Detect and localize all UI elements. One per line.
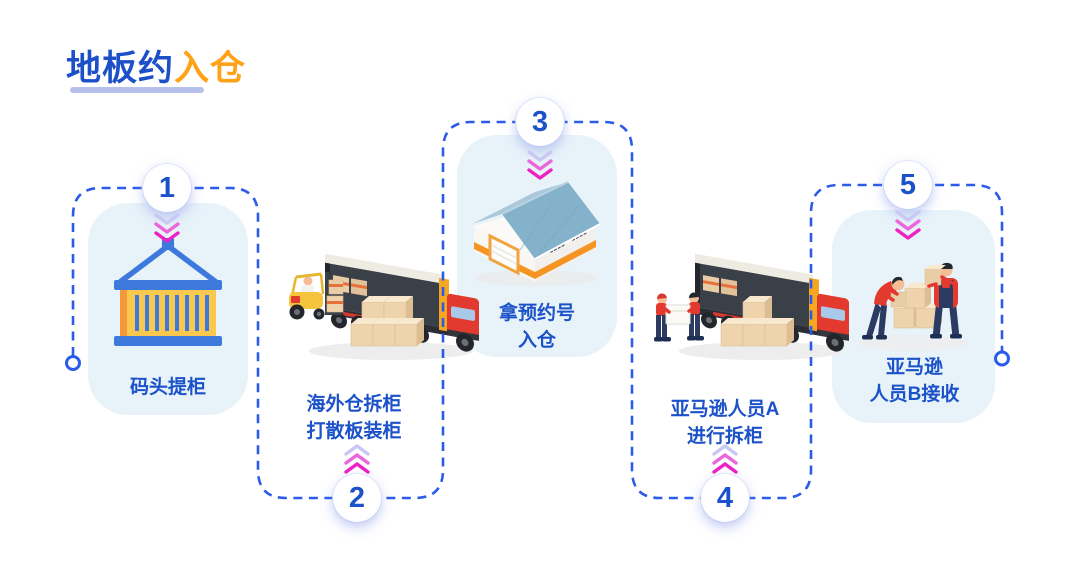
step-4-number-badge: 4 — [701, 474, 749, 522]
step-2-label-line: 海外仓拆柜 — [306, 394, 402, 415]
worker-standing — [924, 262, 962, 339]
forklift — [289, 272, 344, 320]
flow-start-node — [65, 355, 81, 371]
step-3-number: 3 — [531, 105, 549, 138]
box-stack — [350, 296, 424, 347]
title-primary: 地板约 — [66, 49, 175, 88]
title-accent: 入仓 — [174, 49, 247, 88]
chevron-down-icon — [154, 213, 180, 243]
step-1-label-line: 码头提柜 — [129, 377, 206, 398]
step-3-label-line: 拿预约号 — [498, 303, 575, 324]
step-4-label-line: 进行拆柜 — [686, 426, 763, 447]
warehouse-building-icon — [472, 181, 601, 286]
truck-forklift-loading-icon — [289, 253, 479, 360]
title-underline — [70, 87, 204, 93]
workers-receiving-boxes-icon — [858, 262, 968, 351]
step-1-label: 码头提柜 — [88, 374, 248, 401]
workers-pair — [654, 292, 704, 342]
chevron-down-icon — [895, 210, 921, 240]
step-2-number-badge: 2 — [333, 474, 381, 522]
step-5-number: 5 — [899, 168, 917, 201]
step-2-number: 2 — [348, 481, 366, 514]
step-3-label: 拿预约号 入仓 — [457, 300, 617, 354]
chevron-down-icon — [527, 150, 553, 180]
step-3-label-line: 入仓 — [517, 330, 556, 351]
step-5-label-line: 人员B接收 — [869, 384, 960, 405]
step-3-number-badge: 3 — [516, 98, 564, 146]
box-stack — [720, 296, 794, 347]
chevron-up-icon — [344, 444, 370, 474]
page-title: 地板约入仓 — [66, 40, 246, 91]
step-1-number-badge: 1 — [143, 164, 191, 212]
step-1-number: 1 — [158, 171, 176, 204]
step-5-number-badge: 5 — [884, 161, 932, 209]
step-5-label: 亚马逊 人员B接收 — [833, 354, 996, 408]
chevron-up-icon — [712, 444, 738, 474]
flow-end-node — [994, 350, 1010, 367]
step-2-label: 海外仓拆柜 打散板装柜 — [274, 391, 434, 445]
step-5-label-line: 亚马逊 — [885, 357, 943, 378]
step-4-label-line: 亚马逊人员A — [670, 399, 780, 420]
step-4-label: 亚马逊人员A 进行拆柜 — [645, 396, 805, 450]
truck-workers-unloading-icon — [654, 253, 849, 360]
cargo-container-icon — [114, 238, 222, 346]
worker-bending — [862, 276, 907, 340]
step-2-label-line: 打散板装柜 — [306, 421, 402, 442]
step-4-number: 4 — [716, 481, 734, 514]
